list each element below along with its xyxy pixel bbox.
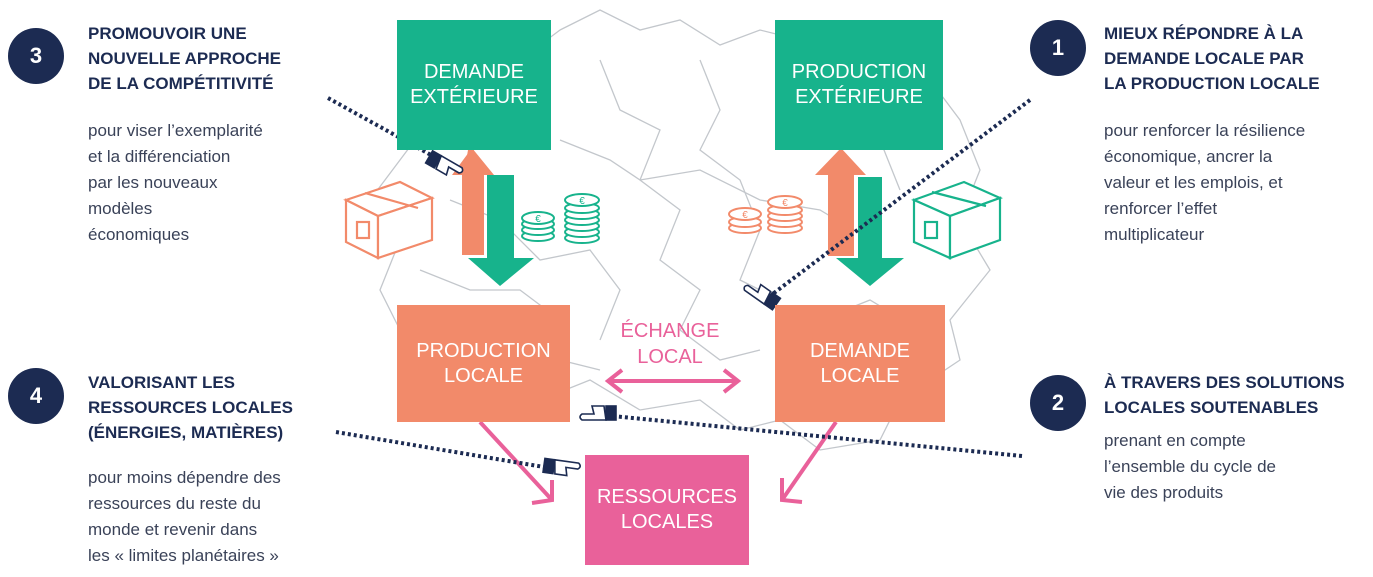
number-badge-2: 2 [1030, 375, 1086, 431]
number-badge-3: 3 [8, 28, 64, 84]
title-line: VALORISANT LES [88, 373, 236, 392]
title-line: DE LA COMPÉTITIVITÉ [88, 74, 274, 93]
body-line: pour viser l’exemplarité [88, 121, 263, 140]
arrow-to-resources-right [780, 420, 838, 504]
body-line: prenant en compte [1104, 431, 1246, 450]
box-label-line: PRODUCTION [416, 339, 551, 362]
svg-text:€: € [579, 196, 585, 207]
block-4-title: VALORISANT LES RESSOURCES LOCALES (ÉNERG… [88, 370, 293, 445]
body-line: renforcer l’effet [1104, 199, 1218, 218]
pointing-hand-icon [579, 405, 617, 421]
box-label-line: PRODUCTION [791, 61, 927, 83]
body-line: valeur et les emplois, et [1104, 173, 1283, 192]
body-line: l’ensemble du cycle de [1104, 457, 1276, 476]
body-line: modèles [88, 199, 153, 218]
arrow-import-right [836, 177, 904, 286]
box-demande-exterieure: DEMANDE EXTÉRIEURE [397, 20, 551, 150]
box-label-line: LOCALES [620, 511, 714, 533]
box-demande-locale: DEMANDE LOCALE [775, 305, 945, 422]
package-box-icon [911, 180, 1003, 260]
svg-text:€: € [782, 198, 788, 209]
svg-text:€: € [535, 214, 541, 225]
box-label-line: LOCALE [820, 364, 900, 387]
box-label-line: EXTÉRIEURE [410, 86, 538, 108]
body-line: multiplicateur [1104, 225, 1205, 244]
pointing-hand-icon [542, 457, 581, 477]
pointing-hand-icon [743, 283, 782, 311]
package-box-icon [343, 180, 435, 260]
box-label-line: DEMANDE [423, 61, 524, 83]
title-line: NOUVELLE APPROCHE [88, 49, 282, 68]
block-2-body: prenant en compte l’ensemble du cycle de… [1104, 428, 1276, 506]
title-line: RESSOURCES LOCALES [88, 398, 293, 417]
exchange-label: ÉCHANGE LOCAL [605, 318, 735, 370]
box-label-line: EXTÉRIEURE [795, 86, 923, 108]
title-line: (ÉNERGIES, MATIÈRES) [88, 423, 284, 442]
block-3-body: pour viser l’exemplarité et la différenc… [88, 118, 263, 248]
number-badge-1: 1 [1030, 20, 1086, 76]
euro-coins-icon: € € [728, 195, 803, 234]
title-line: LA PRODUCTION LOCALE [1104, 74, 1320, 93]
body-line: par les nouveaux [88, 173, 218, 192]
block-4-body: pour moins dépendre des ressources du re… [88, 465, 281, 569]
block-3-title: PROMOUVOIR UNE NOUVELLE APPROCHE DE LA C… [88, 21, 281, 96]
number-badge-4: 4 [8, 368, 64, 424]
body-line: pour moins dépendre des [88, 468, 281, 487]
exchange-label-line: ÉCHANGE [620, 320, 720, 342]
body-line: économiques [88, 225, 190, 244]
box-ressources-locales: RESSOURCES LOCALES [585, 455, 749, 565]
box-production-locale: PRODUCTION LOCALE [397, 305, 570, 422]
svg-text:€: € [742, 210, 748, 221]
arrow-import-left [468, 175, 534, 286]
box-label-line: RESSOURCES [596, 486, 738, 508]
exchange-arrow [604, 368, 742, 394]
block-1-body: pour renforcer la résilience économique,… [1104, 118, 1305, 248]
pointing-hand-icon [424, 149, 464, 177]
arrow-export-right [815, 148, 866, 256]
body-line: économique, ancrer la [1104, 147, 1273, 166]
title-line: MIEUX RÉPONDRE À LA [1104, 24, 1304, 43]
title-line: LOCALES SOUTENABLES [1104, 398, 1319, 417]
body-line: pour renforcer la résilience [1104, 121, 1306, 140]
body-line: ressources du reste du [88, 494, 261, 513]
title-line: PROMOUVOIR UNE [88, 24, 247, 43]
box-label-line: DEMANDE [809, 339, 910, 362]
body-line: vie des produits [1104, 483, 1224, 502]
exchange-label-line: LOCAL [637, 346, 703, 368]
title-line: DEMANDE LOCALE PAR [1104, 49, 1304, 68]
body-line: monde et revenir dans [88, 520, 258, 539]
body-line: les « limites planétaires » [88, 546, 279, 565]
block-2-title: À TRAVERS DES SOLUTIONS LOCALES SOUTENAB… [1104, 370, 1345, 420]
title-line: À TRAVERS DES SOLUTIONS [1104, 373, 1345, 392]
block-1-title: MIEUX RÉPONDRE À LA DEMANDE LOCALE PAR L… [1104, 21, 1320, 96]
box-production-exterieure: PRODUCTION EXTÉRIEURE [775, 20, 943, 150]
euro-coins-icon: € € [521, 193, 600, 244]
dotted-pointer-lines [327, 96, 1032, 470]
arrow-export-left [452, 148, 494, 255]
box-label-line: LOCALE [444, 364, 523, 387]
body-line: et la différenciation [88, 147, 231, 166]
